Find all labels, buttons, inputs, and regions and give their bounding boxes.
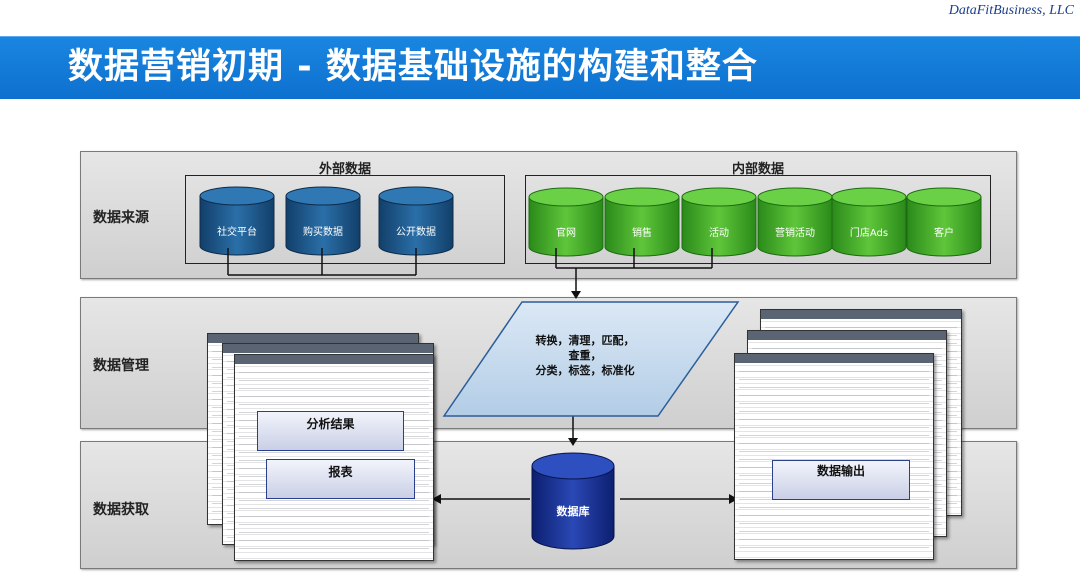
external-data-group: 外部数据 [185,162,505,264]
internal-cylinder-label-2: 活动 [709,228,729,239]
data-output-box: 数据输出 [772,460,910,500]
process-line-3: 分类，标签，标准化 [535,364,635,377]
row-label-management: 数据管理 [93,358,149,374]
database-label: 数据库 [556,505,590,518]
analysis-result-box: 分析结果 [257,411,404,451]
internal-cylinder-2 [681,187,757,257]
page-title: 数据营销初期 - 数据基础设施的构建和整合 [68,47,758,87]
internal-cylinder-label-3: 营销活动 [775,228,815,239]
internal-cylinder-4 [831,187,907,257]
internal-cylinder-label-4: 门店Ads [849,228,889,239]
external-cylinder-label-0: 社交平台 [217,227,257,238]
internal-cylinder-label-0: 官网 [556,228,576,239]
internal-data-title: 内部数据 [731,162,784,177]
internal-cylinder-label-1: 销售 [632,228,652,239]
external-cylinder-1 [285,186,361,256]
internal-cylinder-3 [757,187,833,257]
internal-cylinder-5 [906,187,982,257]
title-bar: 数据营销初期 - 数据基础设施的构建和整合 [0,36,1080,99]
process-text: 转换，清理，匹配， 查重， 分类，标签，标准化 [510,333,660,378]
brand-logo-text: DataFitBusiness, LLC [948,3,1074,18]
report-box: 报表 [266,459,415,499]
process-line-2: 查重， [568,349,602,362]
internal-data-group: 内部数据 [525,162,991,264]
row-label-sources: 数据来源 [93,210,149,226]
external-cylinder-0 [199,186,275,256]
process-line-1: 转换，清理，匹配， [535,334,635,347]
internal-cylinder-0 [528,187,604,257]
row-label-acquisition: 数据获取 [93,502,149,518]
external-data-title: 外部数据 [318,162,371,177]
external-cylinder-label-1: 购买数据 [303,227,343,238]
internal-cylinder-1 [604,187,680,257]
external-cylinder-2 [378,186,454,256]
internal-cylinder-label-5: 客户 [934,228,954,239]
external-cylinder-label-2: 公开数据 [396,227,436,238]
